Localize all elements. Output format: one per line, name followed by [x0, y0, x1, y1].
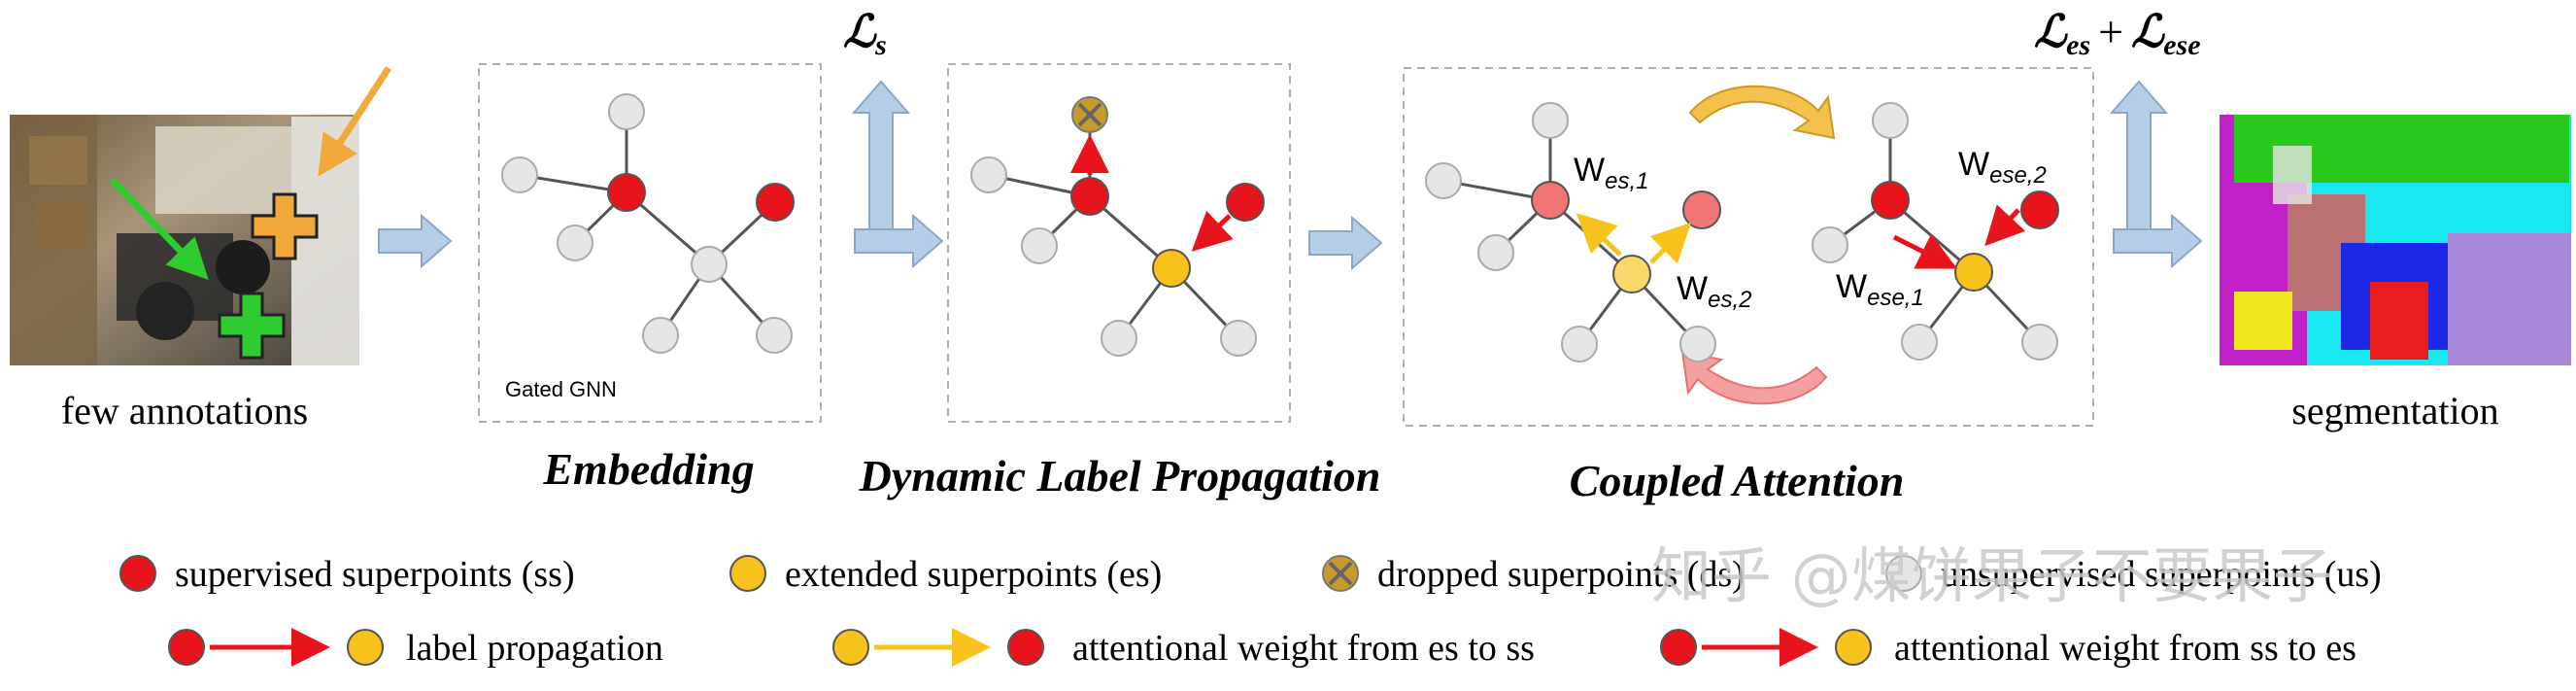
legend-es-marker	[729, 555, 766, 592]
attention-panel	[1403, 67, 2094, 427]
propagation-graph	[970, 96, 1265, 357]
weight-label-ese2: Wese,2	[1958, 146, 2047, 189]
embedding-graph	[501, 93, 795, 354]
curved-arrow-top	[1688, 85, 1836, 140]
propagation-panel	[947, 63, 1291, 423]
loss-ls: ℒs	[843, 7, 887, 61]
green-annotation-arrow	[109, 177, 209, 281]
orange-annotation-arrow	[318, 66, 391, 177]
legend-label-prop: label propagation	[406, 628, 663, 669]
stage-attention-title: Coupled Attention	[1570, 456, 1905, 505]
attention-graph-right	[1812, 102, 2059, 361]
weight-label-es1: Wes,1	[1574, 152, 1648, 194]
green-plus-icon	[218, 292, 286, 360]
output-caption: segmentation	[2291, 389, 2498, 432]
legend-ss-label: supervised superpoints (ss)	[175, 554, 575, 595]
output-segmentation-image	[2220, 115, 2571, 365]
weight-label-es2: Wes,2	[1677, 270, 1751, 313]
weight-label-ese1: Wese,1	[1836, 268, 1924, 311]
legend-es-label: extended superpoints (es)	[785, 554, 1162, 595]
flow-arrow-2	[854, 213, 944, 269]
loss-les-lese: ℒes+ℒese	[2034, 7, 2201, 61]
flow-arrow-4	[2113, 213, 2203, 269]
legend-ds-label: dropped superpoints (ds)	[1377, 554, 1745, 595]
embedding-panel	[478, 63, 822, 423]
legend-es-to-ss: attentional weight from es to ss	[1072, 628, 1535, 669]
legend-ss-to-es: attentional weight from ss to es	[1894, 628, 2356, 669]
stage-embedding-title: Embedding	[542, 444, 754, 494]
legend: supervised superpoints (ss) extended sup…	[119, 554, 2382, 669]
input-pointcloud-image	[10, 66, 391, 365]
input-caption: few annotations	[61, 389, 308, 432]
orange-plus-icon	[251, 192, 319, 260]
loss-up-arrow-2	[2109, 80, 2169, 230]
flow-arrow-3	[1308, 215, 1383, 271]
attention-graph-left	[1425, 102, 1721, 363]
flow-arrow-1	[378, 213, 453, 269]
stage-propagation-title: Dynamic Label Propagation	[859, 451, 1381, 501]
legend-us-marker	[1885, 555, 1922, 592]
legend-us-label: unsupervised superpoints (us)	[1941, 554, 2382, 595]
legend-ss-marker	[119, 555, 156, 592]
loss-up-arrow	[851, 80, 911, 230]
watermark-text: 知乎 @煤饼果子不要果子	[1651, 540, 2333, 611]
gnn-label: Gated GNN	[505, 377, 617, 401]
